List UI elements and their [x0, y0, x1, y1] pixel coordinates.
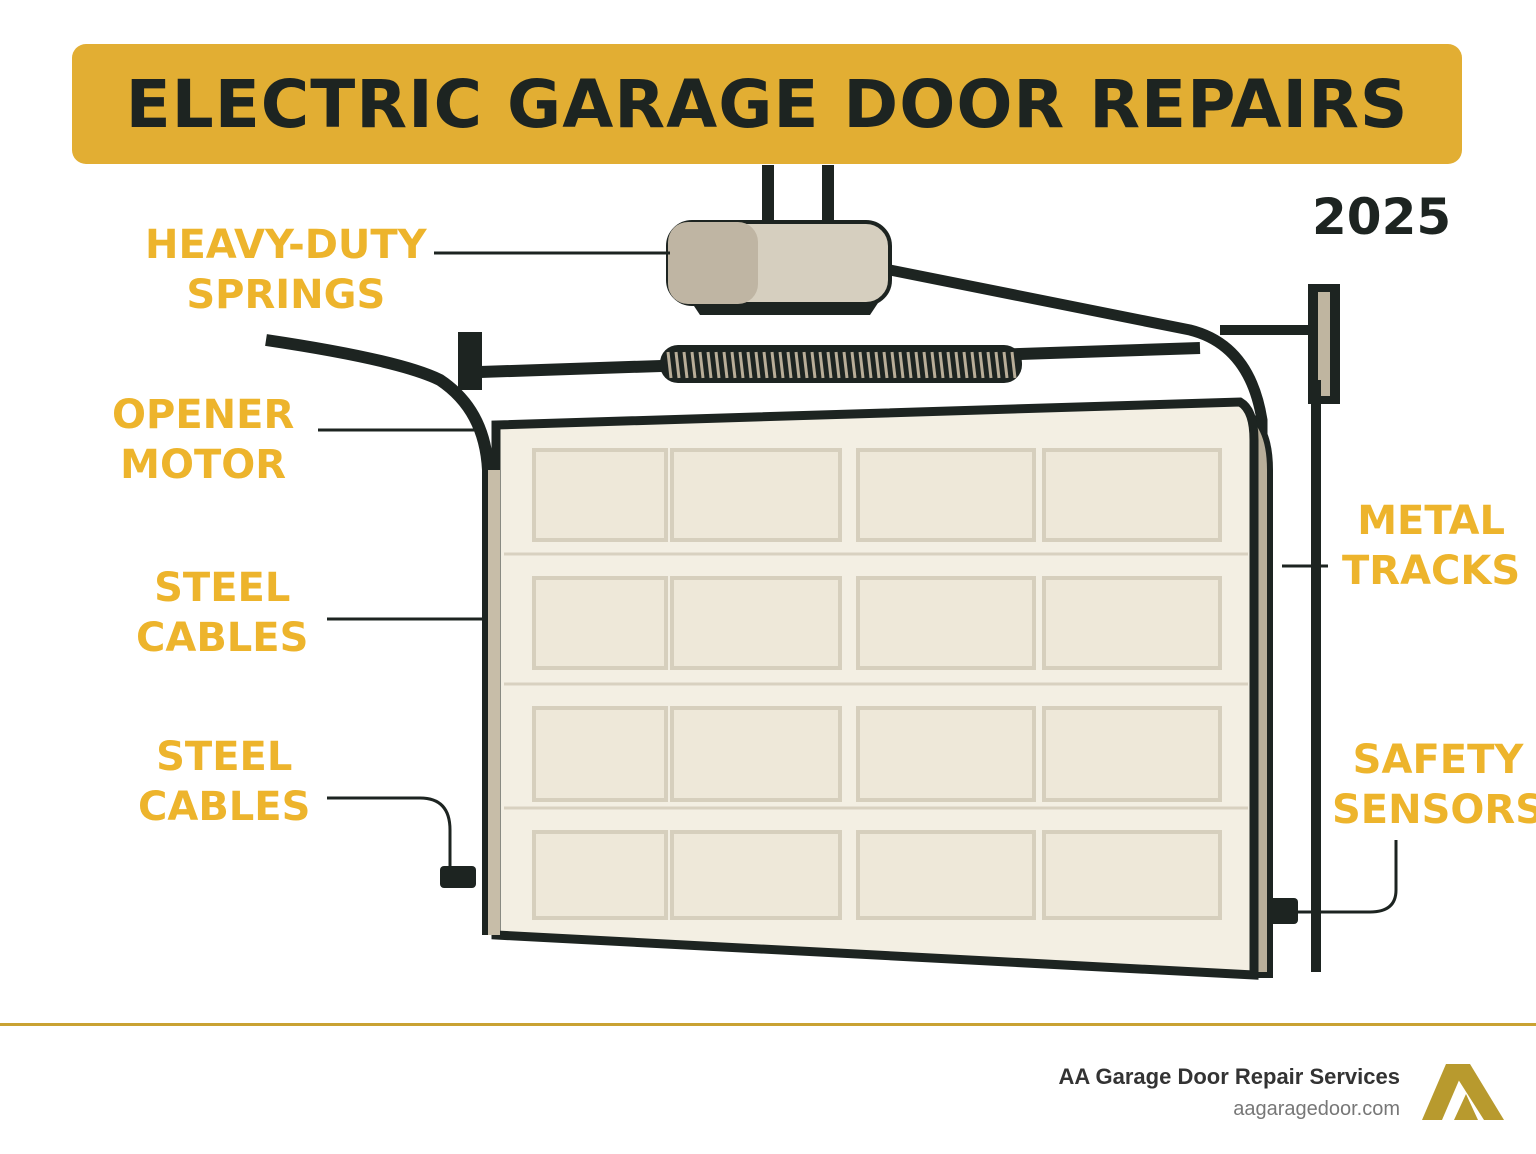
spring-coil [866, 351, 873, 379]
spring-coil [698, 351, 705, 379]
spring-coil [826, 351, 833, 379]
spring-coil [746, 351, 753, 379]
spring-coil [898, 351, 905, 379]
spring-coil [930, 351, 937, 379]
spring-coil [906, 351, 913, 379]
door-panel [856, 448, 1036, 542]
spring-coil [770, 351, 777, 379]
spring-coil [738, 351, 745, 379]
spring-coil [882, 351, 889, 379]
spring-coil [914, 351, 921, 379]
opener-rails [762, 165, 834, 225]
spring-coil [874, 351, 881, 379]
spring-coil [946, 351, 953, 379]
spring-coil [722, 351, 729, 379]
spring-coil [986, 351, 993, 379]
door-panel [670, 706, 842, 802]
callout-lines [318, 251, 1398, 914]
label-steel-cables-1: STEEL CABLES [136, 563, 308, 663]
spring-coil [714, 351, 721, 379]
garage-door-illustration [265, 165, 1398, 980]
spring-coil [978, 351, 985, 379]
door-panel [670, 830, 842, 920]
door-panel [532, 830, 668, 920]
sensor-left [440, 866, 476, 888]
label-metal-tracks: METAL TRACKS [1342, 496, 1520, 596]
opener-motor-unit [666, 220, 892, 315]
spring-coil [786, 351, 793, 379]
label-line: STEEL [154, 565, 291, 611]
label-safety-sensors: SAFETY SENSORS [1332, 735, 1536, 835]
label-line: TRACKS [1342, 548, 1521, 594]
door-panel [856, 576, 1036, 670]
door-panel [856, 706, 1036, 802]
spring-coil [890, 351, 897, 379]
spring-coil [754, 351, 761, 379]
label-line: SENSORS [1332, 787, 1536, 833]
door-panel [670, 448, 842, 542]
label-line: METAL [1357, 498, 1505, 544]
spring-coil [674, 351, 681, 379]
spring-coil [810, 351, 817, 379]
spring-coil [1002, 351, 1009, 379]
label-steel-cables-2: STEEL CABLES [138, 732, 310, 832]
spring-coil [1010, 351, 1017, 379]
left-bracket [458, 332, 482, 390]
spring-coil [666, 351, 673, 379]
spring-coil [794, 351, 801, 379]
company-logo-icon [1422, 1064, 1504, 1120]
company-website[interactable]: aagaragedoor.com [1233, 1098, 1400, 1120]
door-panel [1042, 706, 1222, 802]
label-line: CABLES [138, 784, 311, 830]
label-line: SAFETY [1352, 737, 1524, 783]
door-panel [532, 448, 668, 542]
door-panels [504, 448, 1248, 920]
label-line: SPRINGS [186, 272, 386, 318]
label-line: STEEL [156, 734, 293, 780]
footer-divider [0, 1023, 1536, 1026]
label-line: HEAVY-DUTY [145, 222, 427, 268]
spring-coil [970, 351, 977, 379]
spring-coil [690, 351, 697, 379]
opener-rail [878, 262, 1268, 970]
spring-coil [818, 351, 825, 379]
sensor-right [1268, 898, 1298, 924]
title-banner: ELECTRIC GARAGE DOOR REPAIRS [72, 44, 1462, 164]
spring-coil [778, 351, 785, 379]
spring-coil [962, 351, 969, 379]
spring-coil [994, 351, 1001, 379]
spring-coil [954, 351, 961, 379]
label-heavy-duty-springs: HEAVY-DUTY SPRINGS [145, 220, 427, 320]
year-label: 2025 [1312, 188, 1452, 246]
spring-coil [858, 351, 865, 379]
spring-coil [850, 351, 857, 379]
spring-coil [834, 351, 841, 379]
door-panel [532, 576, 668, 670]
spring-coil [730, 351, 737, 379]
label-line: MOTOR [120, 442, 287, 488]
door-panel [670, 576, 842, 670]
spring-coil [802, 351, 809, 379]
spring-coils [666, 351, 1017, 379]
spring-coil [842, 351, 849, 379]
company-name: AA Garage Door Repair Services [1058, 1064, 1400, 1089]
spring-coil [762, 351, 769, 379]
door-panel [1042, 448, 1222, 542]
left-track [265, 334, 494, 935]
page-title: ELECTRIC GARAGE DOOR REPAIRS [125, 65, 1409, 143]
spring-coil [682, 351, 689, 379]
door-panel [1042, 830, 1222, 920]
door-panel [532, 706, 668, 802]
spring-coil [706, 351, 713, 379]
label-line: OPENER [112, 392, 295, 438]
door-panel [856, 830, 1036, 920]
spring-coil [938, 351, 945, 379]
door-panel [1042, 576, 1222, 670]
label-line: CABLES [136, 615, 309, 661]
spring-coil [922, 351, 929, 379]
label-opener-motor: OPENER MOTOR [112, 390, 294, 490]
